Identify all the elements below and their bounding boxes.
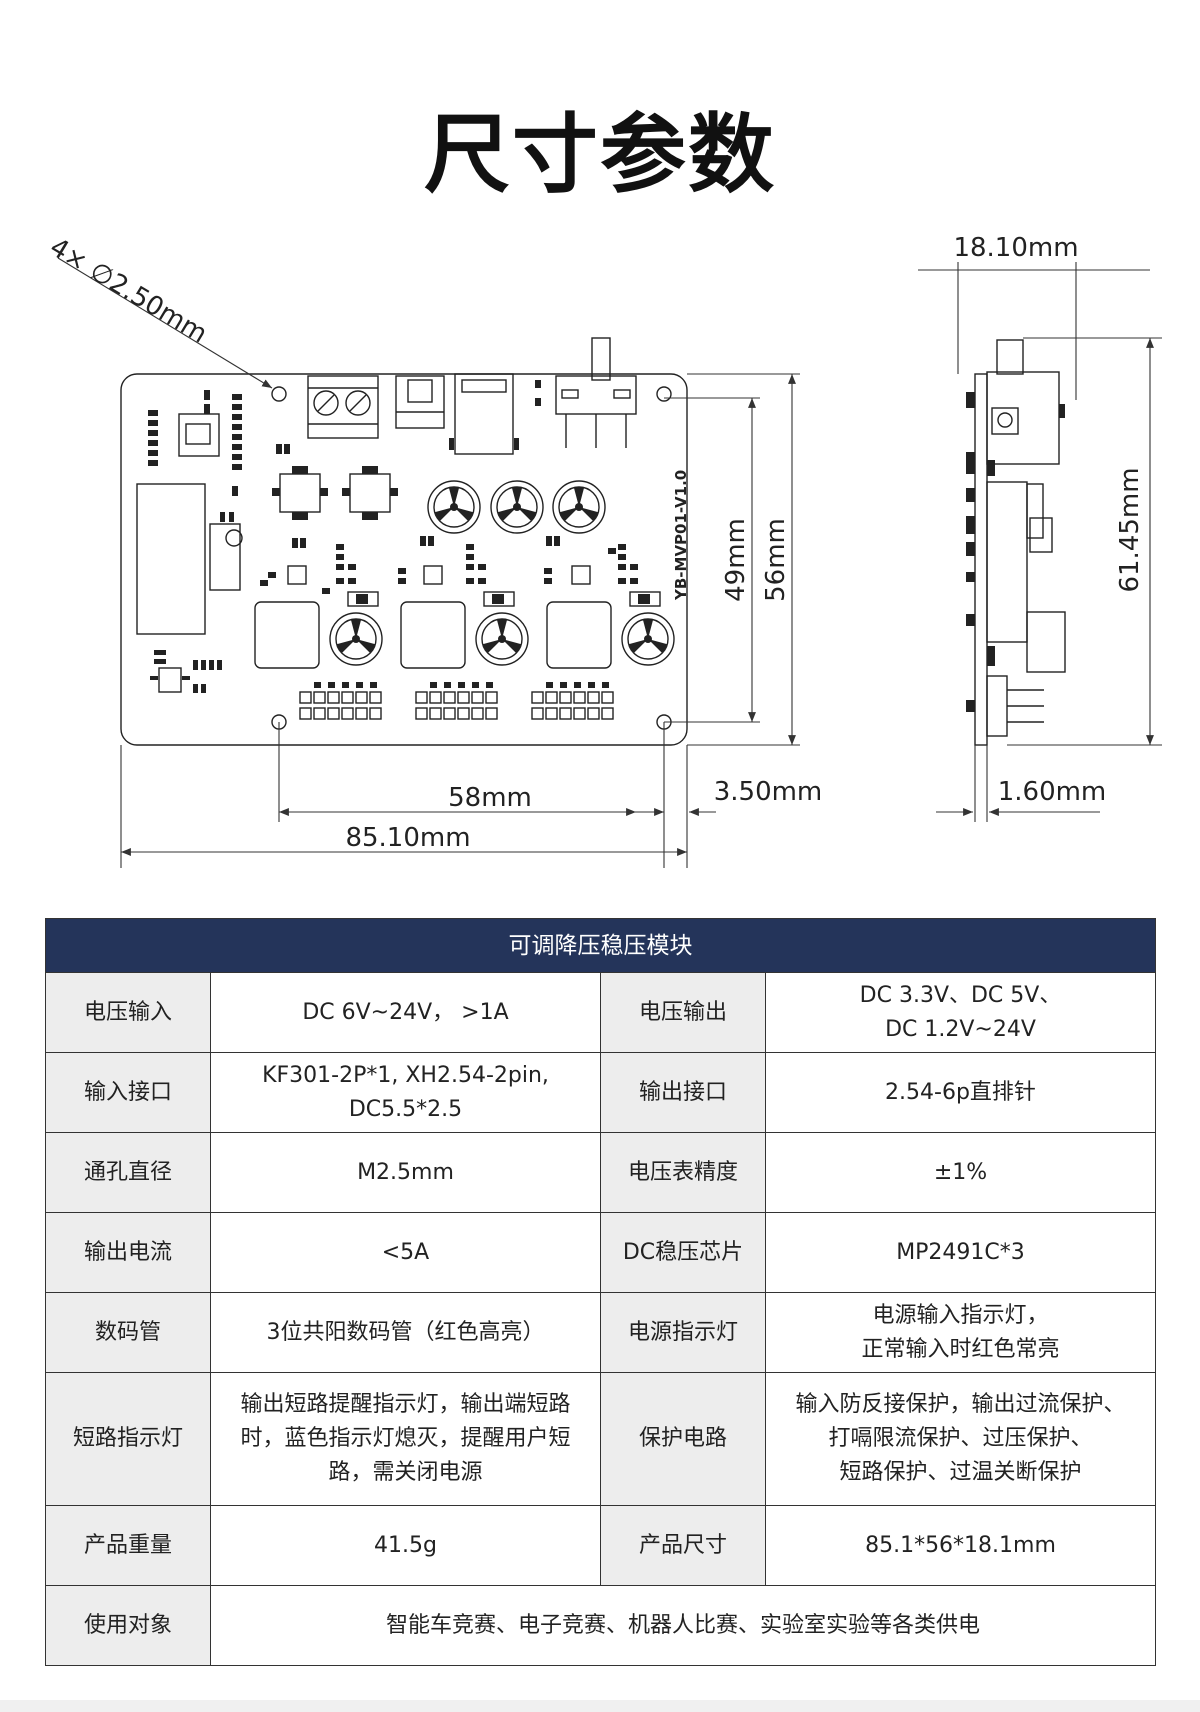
edge-offset-label: 3.50mm [714, 777, 823, 807]
pcb-silkscreen-label: YB-MVP01-V1.0 [672, 470, 690, 601]
spec-value: 智能车竞赛、电子竞赛、机器人比赛、实验室实验等各类供电 [210, 1585, 1156, 1666]
screw-terminal-icon [307, 375, 379, 439]
spec-label: 电压输入 [45, 972, 211, 1053]
spec-value: 41.5g [210, 1505, 601, 1586]
spec-value: <5A [210, 1212, 601, 1293]
xh-connector-icon [395, 375, 445, 429]
spec-value: DC 3.3V、DC 5V、 DC 1.2V~24V [765, 972, 1156, 1053]
spec-label: 产品重量 [45, 1505, 211, 1586]
mounting-hole-icon [271, 386, 287, 402]
dimension-drawing: YB-MVP01-V1.0 [44, 232, 1162, 868]
inner-height-label: 49mm [721, 518, 751, 602]
potentiometer-icon [209, 512, 243, 591]
hole-span-label: 58mm [448, 783, 532, 813]
diode-icon [347, 591, 661, 607]
spec-value: 电源输入指示灯， 正常输入时红色常亮 [765, 1292, 1156, 1373]
spec-label: 保护电路 [600, 1372, 766, 1506]
spec-value: 85.1*56*18.1mm [765, 1505, 1156, 1586]
spec-value: 2.54-6p直排针 [765, 1052, 1156, 1133]
spec-value: 输出短路提醒指示灯，输出端短路 时，蓝色指示灯熄灭，提醒用户短 路，需关闭电源 [210, 1372, 601, 1506]
dimension-lines: 4× ∅2.50mm 49mm 56mm 58mm 3.50mm [44, 232, 1162, 868]
slide-switch-icon [555, 337, 637, 448]
spec-label: 通孔直径 [45, 1132, 211, 1213]
table-row: 使用对象智能车竞赛、电子竞赛、机器人比赛、实验室实验等各类供电 [45, 1585, 1156, 1666]
spec-value: 输入防反接保护，输出过流保护、 打嗝限流保护、过压保护、 短路保护、过温关断保护 [765, 1372, 1156, 1506]
output-pin-header [299, 682, 614, 720]
spec-label: 输出电流 [45, 1212, 211, 1293]
mounting-hole-icon [656, 386, 672, 402]
hole-diameter-label: 4× ∅2.50mm [44, 232, 212, 349]
dc-jack-icon [449, 373, 519, 455]
spec-label: 短路指示灯 [45, 1372, 211, 1506]
spec-value: MP2491C*3 [765, 1212, 1156, 1293]
outer-height-label: 56mm [761, 518, 791, 602]
spec-value: DC 6V~24V， >1A [210, 972, 601, 1053]
seven-segment-display [136, 483, 206, 635]
spec-label: 输入接口 [45, 1052, 211, 1133]
spec-value: M2.5mm [210, 1132, 601, 1213]
pcb-side-view [966, 339, 1066, 746]
control-ic-icon [148, 380, 541, 496]
spec-table-header: 可调降压稳压模块 [45, 918, 1156, 973]
spec-label: DC稳压芯片 [600, 1212, 766, 1293]
side-height-label: 61.45mm [1115, 467, 1145, 592]
spec-value: 3位共阳数码管（红色高亮） [210, 1292, 601, 1373]
page-title: 尺寸参数 [424, 105, 776, 205]
bottom-bar [0, 1700, 1200, 1712]
spec-label: 电压输出 [600, 972, 766, 1053]
spec-label: 数码管 [45, 1292, 211, 1373]
spec-label: 电压表精度 [600, 1132, 766, 1213]
inductor-icon [254, 601, 612, 669]
spec-value: ±1% [765, 1132, 1156, 1213]
depth-label: 18.10mm [953, 233, 1078, 263]
board-width-label: 85.10mm [345, 823, 470, 853]
mosfet-icon [272, 466, 398, 520]
smd-components [260, 536, 638, 594]
table-row: 短路指示灯输出短路提醒指示灯，输出端短路 时，蓝色指示灯熄灭，提醒用户短 路，需… [45, 1372, 1156, 1506]
pcb-top-view: YB-MVP01-V1.0 [120, 337, 690, 746]
spec-label: 产品尺寸 [600, 1505, 766, 1586]
usb-chip-icon [150, 650, 222, 693]
spec-label: 输出接口 [600, 1052, 766, 1133]
spec-label: 电源指示灯 [600, 1292, 766, 1373]
spec-value: KF301-2P*1, XH2.54-2pin, DC5.5*2.5 [210, 1052, 601, 1133]
capacitor-icon [329, 480, 675, 666]
thickness-label: 1.60mm [998, 777, 1107, 807]
spec-label: 使用对象 [45, 1585, 211, 1666]
